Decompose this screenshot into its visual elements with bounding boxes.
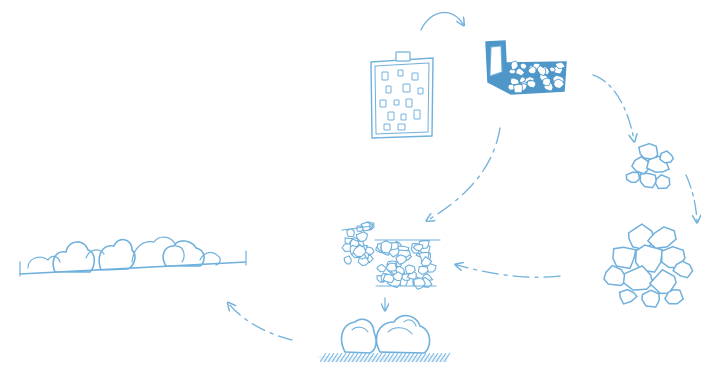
gabion-stone: [414, 278, 425, 289]
hedge-landscape: [20, 237, 246, 276]
plan-room: [384, 124, 390, 130]
gabion-cluster: [342, 222, 440, 289]
gabion-stone: [418, 266, 428, 274]
rock: [656, 175, 670, 189]
plan-room: [401, 114, 406, 120]
block-to-small-pile-arrow: [593, 75, 634, 140]
boulder: [620, 290, 637, 304]
rock: [640, 173, 656, 187]
planted-bushes: [318, 316, 450, 362]
gabion-stone: [347, 229, 354, 237]
gabion-stone: [381, 241, 392, 253]
plan-to-gabion-arrow: [428, 128, 500, 220]
plan-room: [388, 112, 394, 120]
building-plan-sketch: [371, 52, 433, 138]
shrub-icon: [318, 316, 450, 362]
plan-room: [382, 72, 388, 80]
boulder-pile-icon: [604, 224, 693, 307]
plan-room: [394, 100, 399, 105]
small-rock-pile: [626, 144, 673, 189]
gabion-stone: [396, 255, 407, 264]
rock-pile-icon: [626, 144, 673, 189]
plan-room: [386, 86, 391, 93]
plan-room: [406, 99, 412, 107]
l-shaped-rubble-block: [486, 41, 566, 94]
plan-room: [414, 110, 420, 119]
boulder: [642, 290, 659, 307]
gabion-stone: [377, 264, 387, 271]
plan-room: [398, 70, 403, 76]
plan-room: [380, 100, 386, 107]
site-plan-icon: [371, 52, 433, 138]
rock: [626, 172, 639, 182]
large-pile-to-gabion-arrow: [457, 265, 560, 277]
small-to-large-pile-arrow: [686, 175, 697, 221]
large-rock-pile: [604, 224, 693, 307]
plan-room: [418, 88, 423, 94]
gabion-stone: [405, 265, 415, 274]
gabion-stone: [344, 256, 351, 264]
rubble-stone: [543, 78, 551, 86]
rubble-stone: [514, 84, 523, 93]
boulder: [648, 227, 676, 248]
plan-room: [398, 124, 405, 130]
top-loop-arrow: [421, 13, 463, 30]
plan-room: [412, 73, 418, 80]
gabion-icon: [342, 222, 440, 289]
rubble-block-icon: [486, 41, 566, 94]
rock: [660, 151, 673, 163]
bushes-to-hedge-arrow: [229, 304, 292, 340]
hedge-icon: [20, 237, 246, 276]
boulder: [613, 247, 636, 268]
plan-room: [403, 84, 410, 92]
